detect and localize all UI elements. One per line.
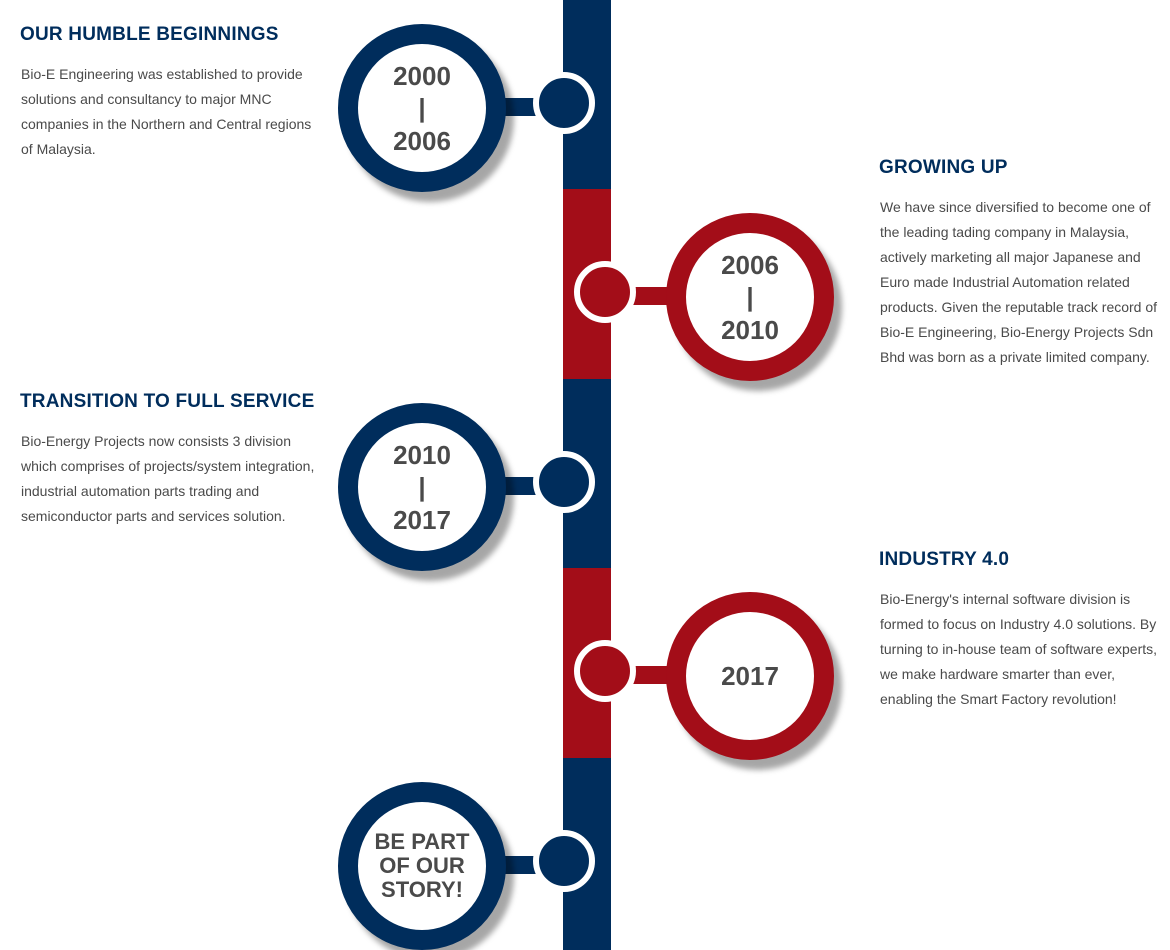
milestone-4-node (574, 640, 636, 702)
milestone-3-title: TRANSITION TO FULL SERVICE (20, 391, 315, 412)
milestone-3-text: Bio-Energy Projects now consists 3 divis… (21, 433, 315, 524)
cta-line-2: OF OUR (379, 853, 465, 878)
cta-node (533, 830, 595, 892)
milestone-1-year-start: 2000 (393, 60, 451, 91)
milestone-2-text: We have since diversified to become one … (880, 199, 1158, 365)
milestone-4-title: INDUSTRY 4.0 (879, 549, 1010, 570)
cta-text: BE PART OF OUR STORY! (367, 830, 477, 902)
milestone-1-year-separator: | (418, 92, 426, 123)
cta-badge[interactable]: BE PART OF OUR STORY! (338, 782, 506, 950)
cta-line-3: STORY! (381, 877, 463, 902)
milestone-2-year-badge: 2006 | 2010 (666, 213, 834, 381)
milestone-2-year-end: 2010 (721, 314, 779, 345)
milestone-2-node (574, 261, 636, 323)
milestone-2-year-start: 2006 (721, 249, 779, 280)
milestone-1-year-end: 2006 (393, 125, 451, 156)
milestone-1-text: Bio-E Engineering was established to pro… (21, 66, 312, 157)
milestone-3-year-start: 2010 (393, 439, 451, 470)
cta-line-1: BE PART (374, 829, 470, 854)
milestone-4-year-badge: 2017 (666, 592, 834, 760)
milestone-2-year-separator: | (746, 281, 754, 312)
milestone-3-node (533, 451, 595, 513)
milestone-3-year-end: 2017 (393, 504, 451, 535)
milestone-4-text: Bio-Energy's internal software division … (880, 591, 1158, 707)
milestone-1-year-badge: 2000 | 2006 (338, 24, 506, 192)
milestone-1-title: OUR HUMBLE BEGINNINGS (20, 24, 279, 45)
milestone-3-year-badge: 2010 | 2017 (338, 403, 506, 571)
milestone-2-title: GROWING UP (879, 157, 1008, 178)
milestone-1-node (533, 72, 595, 134)
milestone-3-year-separator: | (418, 471, 426, 502)
milestone-4-year: 2017 (721, 661, 779, 691)
